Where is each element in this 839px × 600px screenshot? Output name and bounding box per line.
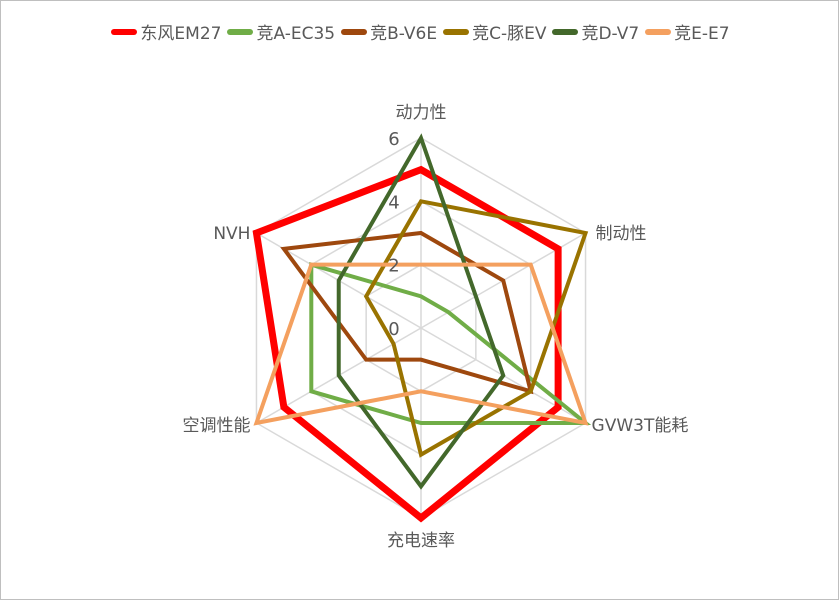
axis-label: 制动性: [596, 224, 647, 244]
legend-label: 竞B-V6E: [370, 24, 438, 44]
axis-label: NVH: [213, 224, 250, 244]
legend-label: 竞D-V7: [581, 24, 640, 44]
legend-item: 竞A-EC35: [227, 19, 335, 44]
tick-label: 4: [388, 192, 399, 213]
legend-item: 竞D-V7: [552, 19, 639, 44]
tick-label: 6: [388, 129, 399, 150]
tick-label: 0: [388, 319, 399, 340]
legend-swatch: [645, 28, 672, 35]
series-line: [252, 165, 562, 523]
axis-label: 充电速率: [387, 531, 455, 551]
axis-label: 动力性: [396, 103, 447, 123]
series-line: [336, 133, 506, 490]
legend-swatch: [227, 28, 254, 35]
series-line: [280, 230, 534, 395]
axis-label: 空调性能: [182, 416, 250, 436]
legend-swatch: [111, 28, 138, 35]
legend-label: 竞E-E7: [674, 24, 730, 44]
series-line: [253, 262, 589, 426]
legend-swatch: [552, 28, 579, 35]
tick-label: 2: [388, 256, 399, 277]
legend-label: 东风EM27: [140, 24, 222, 44]
legend-label: 竞C-豚EV: [472, 24, 547, 44]
legend-item: 东风EM27: [111, 19, 221, 44]
series-line: [363, 199, 589, 458]
legend-item: 竞E-E7: [645, 19, 730, 44]
axis-label: GVW3T能耗: [592, 416, 689, 436]
legend-item: 竞C-豚EV: [443, 19, 546, 44]
legend-swatch: [443, 28, 470, 35]
legend: 东风EM27 竞A-EC35 竞B-V6E 竞C-豚EV 竞D-V7 竞E-E7: [1, 19, 838, 44]
legend-label: 竞A-EC35: [256, 24, 336, 44]
legend-item: 竞B-V6E: [341, 19, 437, 44]
legend-swatch: [341, 28, 368, 35]
